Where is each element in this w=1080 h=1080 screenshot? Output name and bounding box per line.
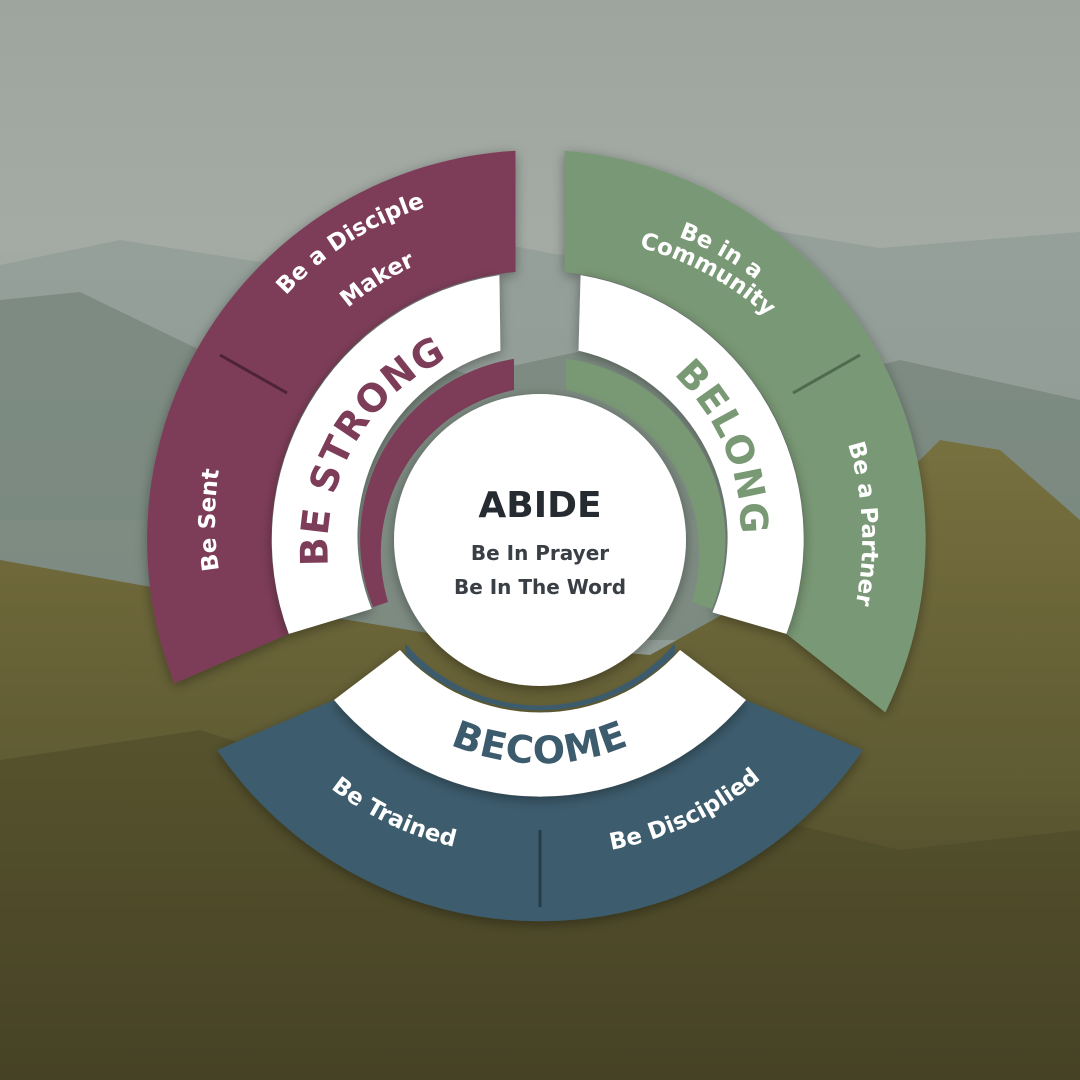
become-outer-segment xyxy=(217,700,863,922)
be-strong-white-segment xyxy=(271,275,501,634)
be-strong-outer-segment xyxy=(147,150,516,684)
become-inner-band xyxy=(405,643,675,711)
center-title: ABIDE xyxy=(478,485,601,526)
become-white-segment xyxy=(334,650,746,797)
be-strong-item-3: Be Sent xyxy=(195,467,225,573)
belong-outer-segment xyxy=(564,150,926,713)
belong-inner-band xyxy=(566,358,726,609)
be-strong-inner-band xyxy=(360,358,514,607)
belong-white-segment xyxy=(578,275,804,634)
center-line-2: Be In The Word xyxy=(454,575,626,599)
belong-divider xyxy=(792,353,861,395)
be-strong-divider xyxy=(219,353,288,395)
center-line-1: Be In Prayer xyxy=(471,541,609,565)
abide-center-circle xyxy=(394,394,686,686)
